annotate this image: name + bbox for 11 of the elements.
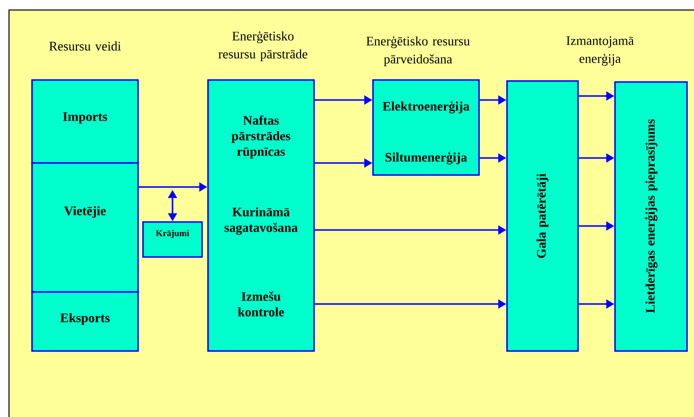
process-box: Imports <box>31 79 139 164</box>
process-box: Krājumi <box>142 221 203 258</box>
process-box: Eksports <box>31 291 139 352</box>
column-heading: Enerģētisko resursu pārveidošana <box>366 36 470 66</box>
process-box: Naftas pārstrādes rūpnīcas Kurināmā sagatavošana Izmešu kontrole <box>207 79 315 352</box>
column-heading: Resursu veidi <box>49 41 121 51</box>
process-box: Elektroenerģija Siltumenerģija <box>372 79 480 176</box>
column-heading: Enerģētisko resursu pārstrāde <box>218 30 308 62</box>
process-box: Lietderīgas enerģijas pieprasījums <box>614 81 688 352</box>
process-box: Gala patērētāji <box>506 80 579 352</box>
column-heading: Izmantojamā enerģija <box>566 36 634 66</box>
